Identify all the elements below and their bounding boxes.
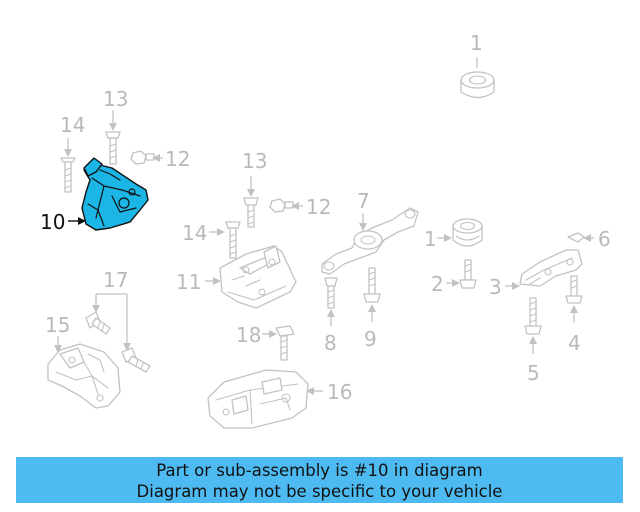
part-17-bolt-b[interactable] (121, 347, 151, 373)
callout-3: 3 (489, 275, 502, 299)
callout-1-top: 1 (470, 31, 483, 55)
part-1-bushing-top[interactable] (460, 71, 495, 99)
callout-10: 10 (40, 210, 65, 234)
part-1-bushing-mid[interactable] (452, 218, 483, 247)
callout-12-mid: 12 (306, 195, 331, 219)
part-18-bolt[interactable] (275, 325, 295, 361)
callout-4: 4 (568, 331, 581, 355)
callout-17: 17 (103, 268, 128, 292)
part-9-bolt[interactable] (363, 267, 381, 303)
part-14-bolt-mid[interactable] (225, 221, 241, 259)
callout-5: 5 (527, 361, 540, 385)
part-13-bolt-left[interactable] (105, 131, 121, 165)
banner-line-1: Part or sub-assembly is #10 in diagram (156, 461, 483, 480)
part-4-bolt[interactable] (565, 275, 583, 304)
callout-9: 9 (364, 327, 377, 351)
callout-8: 8 (324, 331, 337, 355)
callout-1-mid: 1 (424, 227, 437, 251)
part-13-bolt-mid[interactable] (243, 197, 259, 228)
part-2-bolt[interactable] (459, 259, 477, 289)
callout-12-left: 12 (165, 147, 190, 171)
part-8-bolt[interactable] (324, 277, 338, 309)
part-10-engine-mount[interactable] (81, 157, 149, 231)
callout-18: 18 (236, 323, 261, 347)
callout-7: 7 (357, 189, 370, 213)
part-12-nut-mid[interactable] (269, 198, 294, 213)
part-15-transmission-mount[interactable] (47, 343, 121, 409)
part-17-bolt-a[interactable] (85, 311, 111, 335)
callout-11: 11 (176, 270, 201, 294)
part-14-bolt-left[interactable] (60, 157, 76, 193)
callout-6: 6 (598, 227, 611, 251)
part-11-bracket[interactable] (219, 245, 297, 309)
callout-14-mid: 14 (182, 221, 207, 245)
part-3-bracket[interactable] (519, 249, 583, 287)
callout-14-left: 14 (60, 113, 85, 137)
callout-16: 16 (327, 380, 352, 404)
callout-13-mid: 13 (242, 149, 267, 173)
part-16-subframe-mount[interactable] (207, 369, 309, 429)
part-12-nut-left[interactable] (130, 150, 155, 165)
banner-line-2: Diagram may not be specific to your vehi… (136, 482, 503, 501)
callout-13-left: 13 (103, 87, 128, 111)
callout-15: 15 (45, 313, 70, 337)
part-5-bolt[interactable] (524, 297, 542, 335)
part-7-torque-arm[interactable] (321, 207, 419, 275)
part-6-washer[interactable] (567, 232, 585, 243)
info-banner: Part or sub-assembly is #10 in diagram D… (16, 457, 623, 503)
callout-2: 2 (431, 272, 444, 296)
